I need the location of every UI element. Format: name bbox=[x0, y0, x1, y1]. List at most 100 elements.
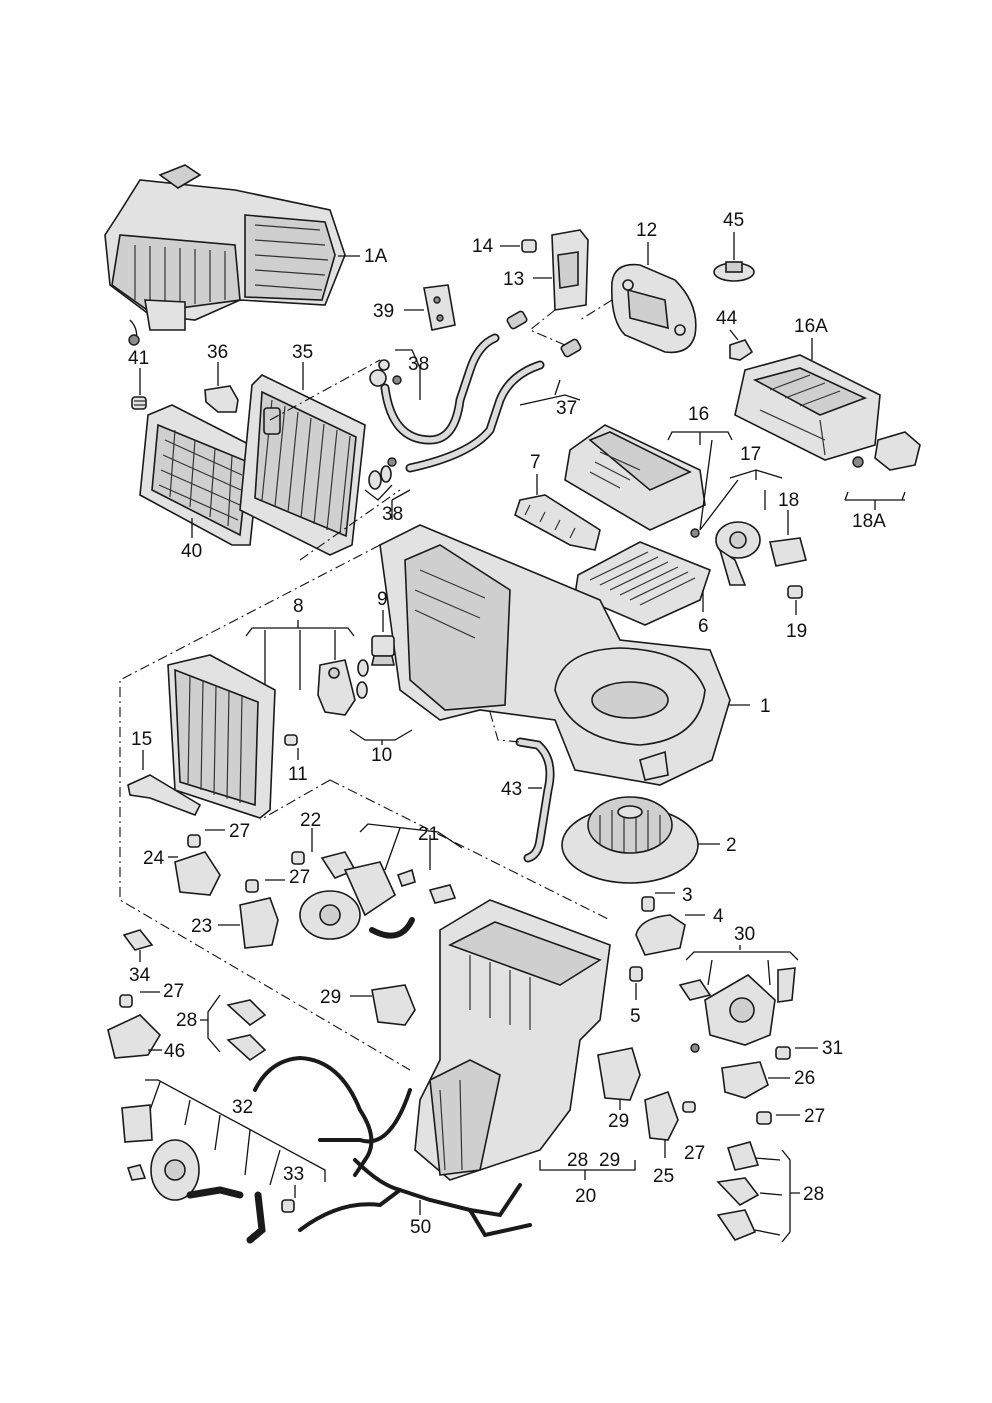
part-9-expansion-valve bbox=[371, 610, 395, 666]
part-28-studs-right bbox=[716, 1141, 800, 1243]
label-15: 15 bbox=[131, 729, 152, 750]
label-16: 16 bbox=[688, 404, 709, 425]
label-13: 13 bbox=[503, 269, 524, 290]
part-44-stud bbox=[729, 329, 754, 361]
part-1a-ac-unit-assembly bbox=[104, 164, 346, 346]
label-21: 21 bbox=[418, 824, 439, 845]
label-45: 45 bbox=[723, 210, 744, 231]
part-17-servo-motor bbox=[690, 469, 783, 586]
label-27b: 27 bbox=[289, 867, 310, 888]
part-38-o-rings-lower bbox=[299, 457, 411, 561]
part-36-bracket bbox=[204, 362, 239, 413]
part-39-fitting-block bbox=[404, 284, 456, 331]
label-44: 44 bbox=[716, 308, 738, 329]
part-19-screw bbox=[787, 585, 803, 615]
label-27d: 27 bbox=[804, 1106, 825, 1127]
part-27-screw-b bbox=[245, 879, 285, 893]
part-43-drain-hose bbox=[489, 711, 555, 863]
label-8: 8 bbox=[293, 596, 304, 617]
label-4: 4 bbox=[713, 906, 724, 927]
label-27c: 27 bbox=[163, 981, 184, 1002]
label-28c: 28 bbox=[803, 1184, 824, 1205]
part-29-bracket bbox=[350, 984, 416, 1026]
part-25-actuator bbox=[644, 1090, 696, 1158]
part-16a-air-duct bbox=[734, 338, 881, 461]
part-38-o-rings-upper bbox=[269, 349, 421, 421]
label-19: 19 bbox=[786, 621, 807, 642]
enclosure-mid2 bbox=[259, 779, 331, 821]
part-5-screw bbox=[629, 966, 643, 1000]
part-50-wiring-harness bbox=[253, 1055, 532, 1238]
part-13-cover bbox=[528, 229, 589, 346]
label-27e: 27 bbox=[684, 1143, 705, 1164]
label-34: 34 bbox=[129, 965, 151, 986]
label-18a: 18A bbox=[852, 511, 886, 532]
part-4-cover bbox=[635, 914, 705, 956]
label-40: 40 bbox=[181, 541, 202, 562]
label-31: 31 bbox=[822, 1038, 843, 1059]
label-22: 22 bbox=[300, 810, 321, 831]
label-37: 37 bbox=[556, 398, 577, 419]
label-6: 6 bbox=[698, 616, 709, 637]
label-1a: 1A bbox=[364, 246, 388, 267]
part-27-screw-a bbox=[187, 829, 225, 848]
label-28a: 28 bbox=[176, 1010, 197, 1031]
label-20: 20 bbox=[575, 1186, 596, 1207]
label-5: 5 bbox=[630, 1006, 641, 1027]
part-34-clip bbox=[122, 929, 154, 962]
label-38b: 38 bbox=[382, 504, 403, 525]
part-45-nut bbox=[713, 232, 755, 282]
part-27-screw-c bbox=[119, 991, 160, 1008]
label-1: 1 bbox=[760, 696, 771, 717]
part-16-distribution-housing bbox=[564, 424, 733, 531]
label-12: 12 bbox=[636, 220, 657, 241]
part-40-heater-core bbox=[139, 404, 261, 546]
label-41: 41 bbox=[128, 348, 149, 369]
label-50: 50 bbox=[410, 1217, 431, 1238]
label-33: 33 bbox=[283, 1164, 304, 1185]
part-24-actuator bbox=[168, 851, 221, 896]
part-7-seal-strip bbox=[514, 474, 601, 551]
part-15-temperature-sensor bbox=[127, 750, 202, 817]
leader-37 bbox=[519, 379, 581, 406]
label-7: 7 bbox=[530, 452, 541, 473]
label-27a: 27 bbox=[229, 821, 250, 842]
part-12-seal-plate bbox=[579, 242, 697, 354]
label-29b: 29 bbox=[608, 1111, 629, 1132]
label-16a: 16A bbox=[794, 316, 828, 337]
label-3: 3 bbox=[682, 885, 693, 906]
part-32-linkage-set bbox=[121, 1079, 326, 1244]
part-23-actuator bbox=[218, 897, 279, 949]
part-27-screw-d bbox=[756, 1111, 800, 1125]
label-35: 35 bbox=[292, 342, 313, 363]
label-24: 24 bbox=[143, 848, 165, 869]
enclosure-mid bbox=[329, 779, 611, 921]
part-26-bracket bbox=[721, 1061, 790, 1099]
part-35-evaporator bbox=[239, 362, 366, 556]
label-11: 11 bbox=[288, 764, 308, 785]
label-29c: 29 bbox=[599, 1150, 620, 1171]
label-26: 26 bbox=[794, 1068, 815, 1089]
part-18-actuator bbox=[769, 510, 807, 567]
part-1-ac-housing bbox=[379, 524, 750, 786]
part-46-actuator bbox=[107, 1014, 162, 1059]
part-2-blower-motor bbox=[561, 796, 720, 884]
part-3-screw bbox=[641, 892, 675, 912]
part-18a-actuator bbox=[844, 431, 921, 510]
part-14-screw bbox=[500, 239, 537, 253]
label-14: 14 bbox=[472, 236, 494, 257]
part-29-connector bbox=[597, 1047, 641, 1110]
label-36: 36 bbox=[207, 342, 228, 363]
label-29a: 29 bbox=[320, 987, 341, 1008]
label-10: 10 bbox=[371, 745, 392, 766]
label-30: 30 bbox=[734, 924, 755, 945]
part-refrigerant-lines bbox=[380, 310, 582, 473]
label-17: 17 bbox=[740, 444, 761, 465]
label-32: 32 bbox=[232, 1097, 253, 1118]
part-21-servo-motor-assembly bbox=[299, 823, 463, 940]
label-2: 2 bbox=[726, 835, 737, 856]
label-9: 9 bbox=[377, 589, 388, 610]
label-46: 46 bbox=[164, 1041, 185, 1062]
part-33-screw bbox=[281, 1185, 296, 1213]
